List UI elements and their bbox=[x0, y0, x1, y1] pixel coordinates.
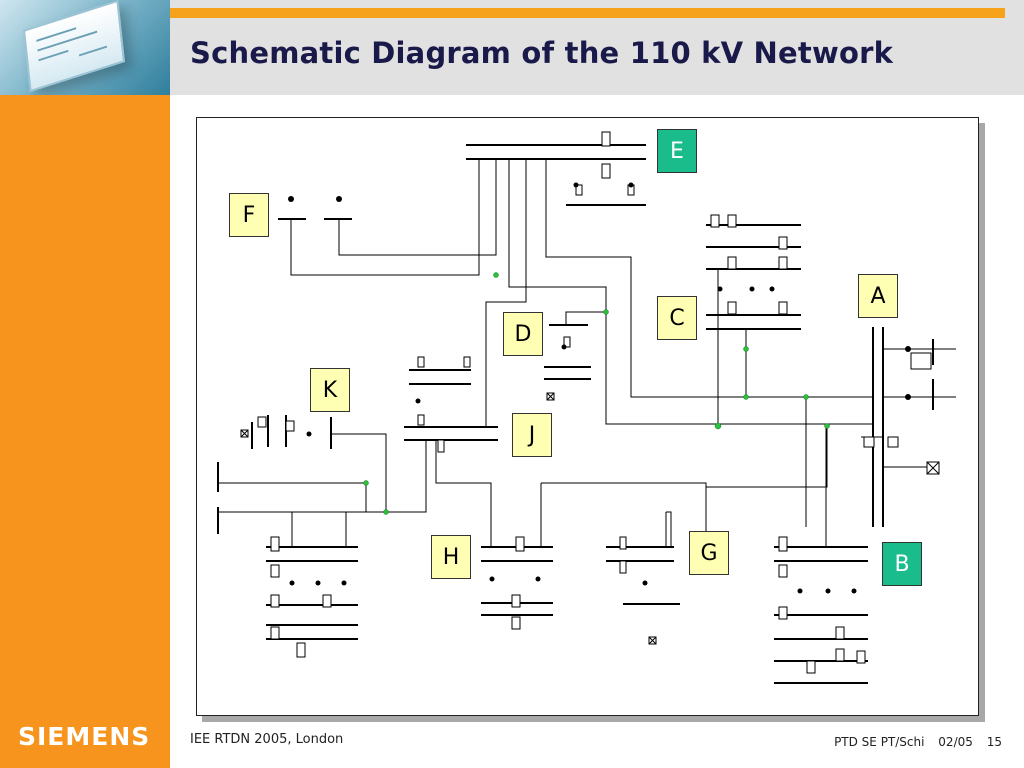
junction-nodes bbox=[363, 272, 830, 515]
diagram-frame bbox=[196, 117, 979, 716]
feeder-lines bbox=[218, 135, 956, 547]
zone-g: G bbox=[689, 531, 729, 575]
slide-number: 15 bbox=[986, 735, 1002, 749]
siemens-logo: SIEMENS bbox=[18, 722, 151, 751]
page-title: Schematic Diagram of the 110 kV Network bbox=[190, 36, 894, 70]
network-schematic bbox=[217, 131, 956, 684]
switch-symbols bbox=[257, 131, 932, 674]
zone-d: D bbox=[503, 312, 543, 356]
zone-e: E bbox=[657, 129, 697, 173]
zone-a: A bbox=[858, 274, 898, 318]
date-label: 02/05 bbox=[938, 735, 973, 749]
header-image bbox=[0, 0, 170, 95]
department-label: PTD SE PT/Schi bbox=[834, 735, 925, 749]
busbars bbox=[217, 144, 934, 684]
zone-h: H bbox=[431, 535, 471, 579]
zone-f: F bbox=[229, 193, 269, 237]
footer-info: PTD SE PT/Schi 02/05 15 bbox=[824, 735, 1002, 749]
monitor-illustration bbox=[22, 0, 126, 93]
zone-b: B bbox=[882, 542, 922, 586]
accent-strip bbox=[170, 8, 1005, 18]
breaker-dots bbox=[288, 182, 911, 594]
event-label: IEE RTDN 2005, London bbox=[190, 732, 344, 747]
side-panel bbox=[0, 95, 170, 768]
zone-k: K bbox=[310, 368, 350, 412]
earthing-symbols bbox=[240, 392, 940, 645]
zone-c: C bbox=[657, 296, 697, 340]
zone-j: J bbox=[512, 413, 552, 457]
